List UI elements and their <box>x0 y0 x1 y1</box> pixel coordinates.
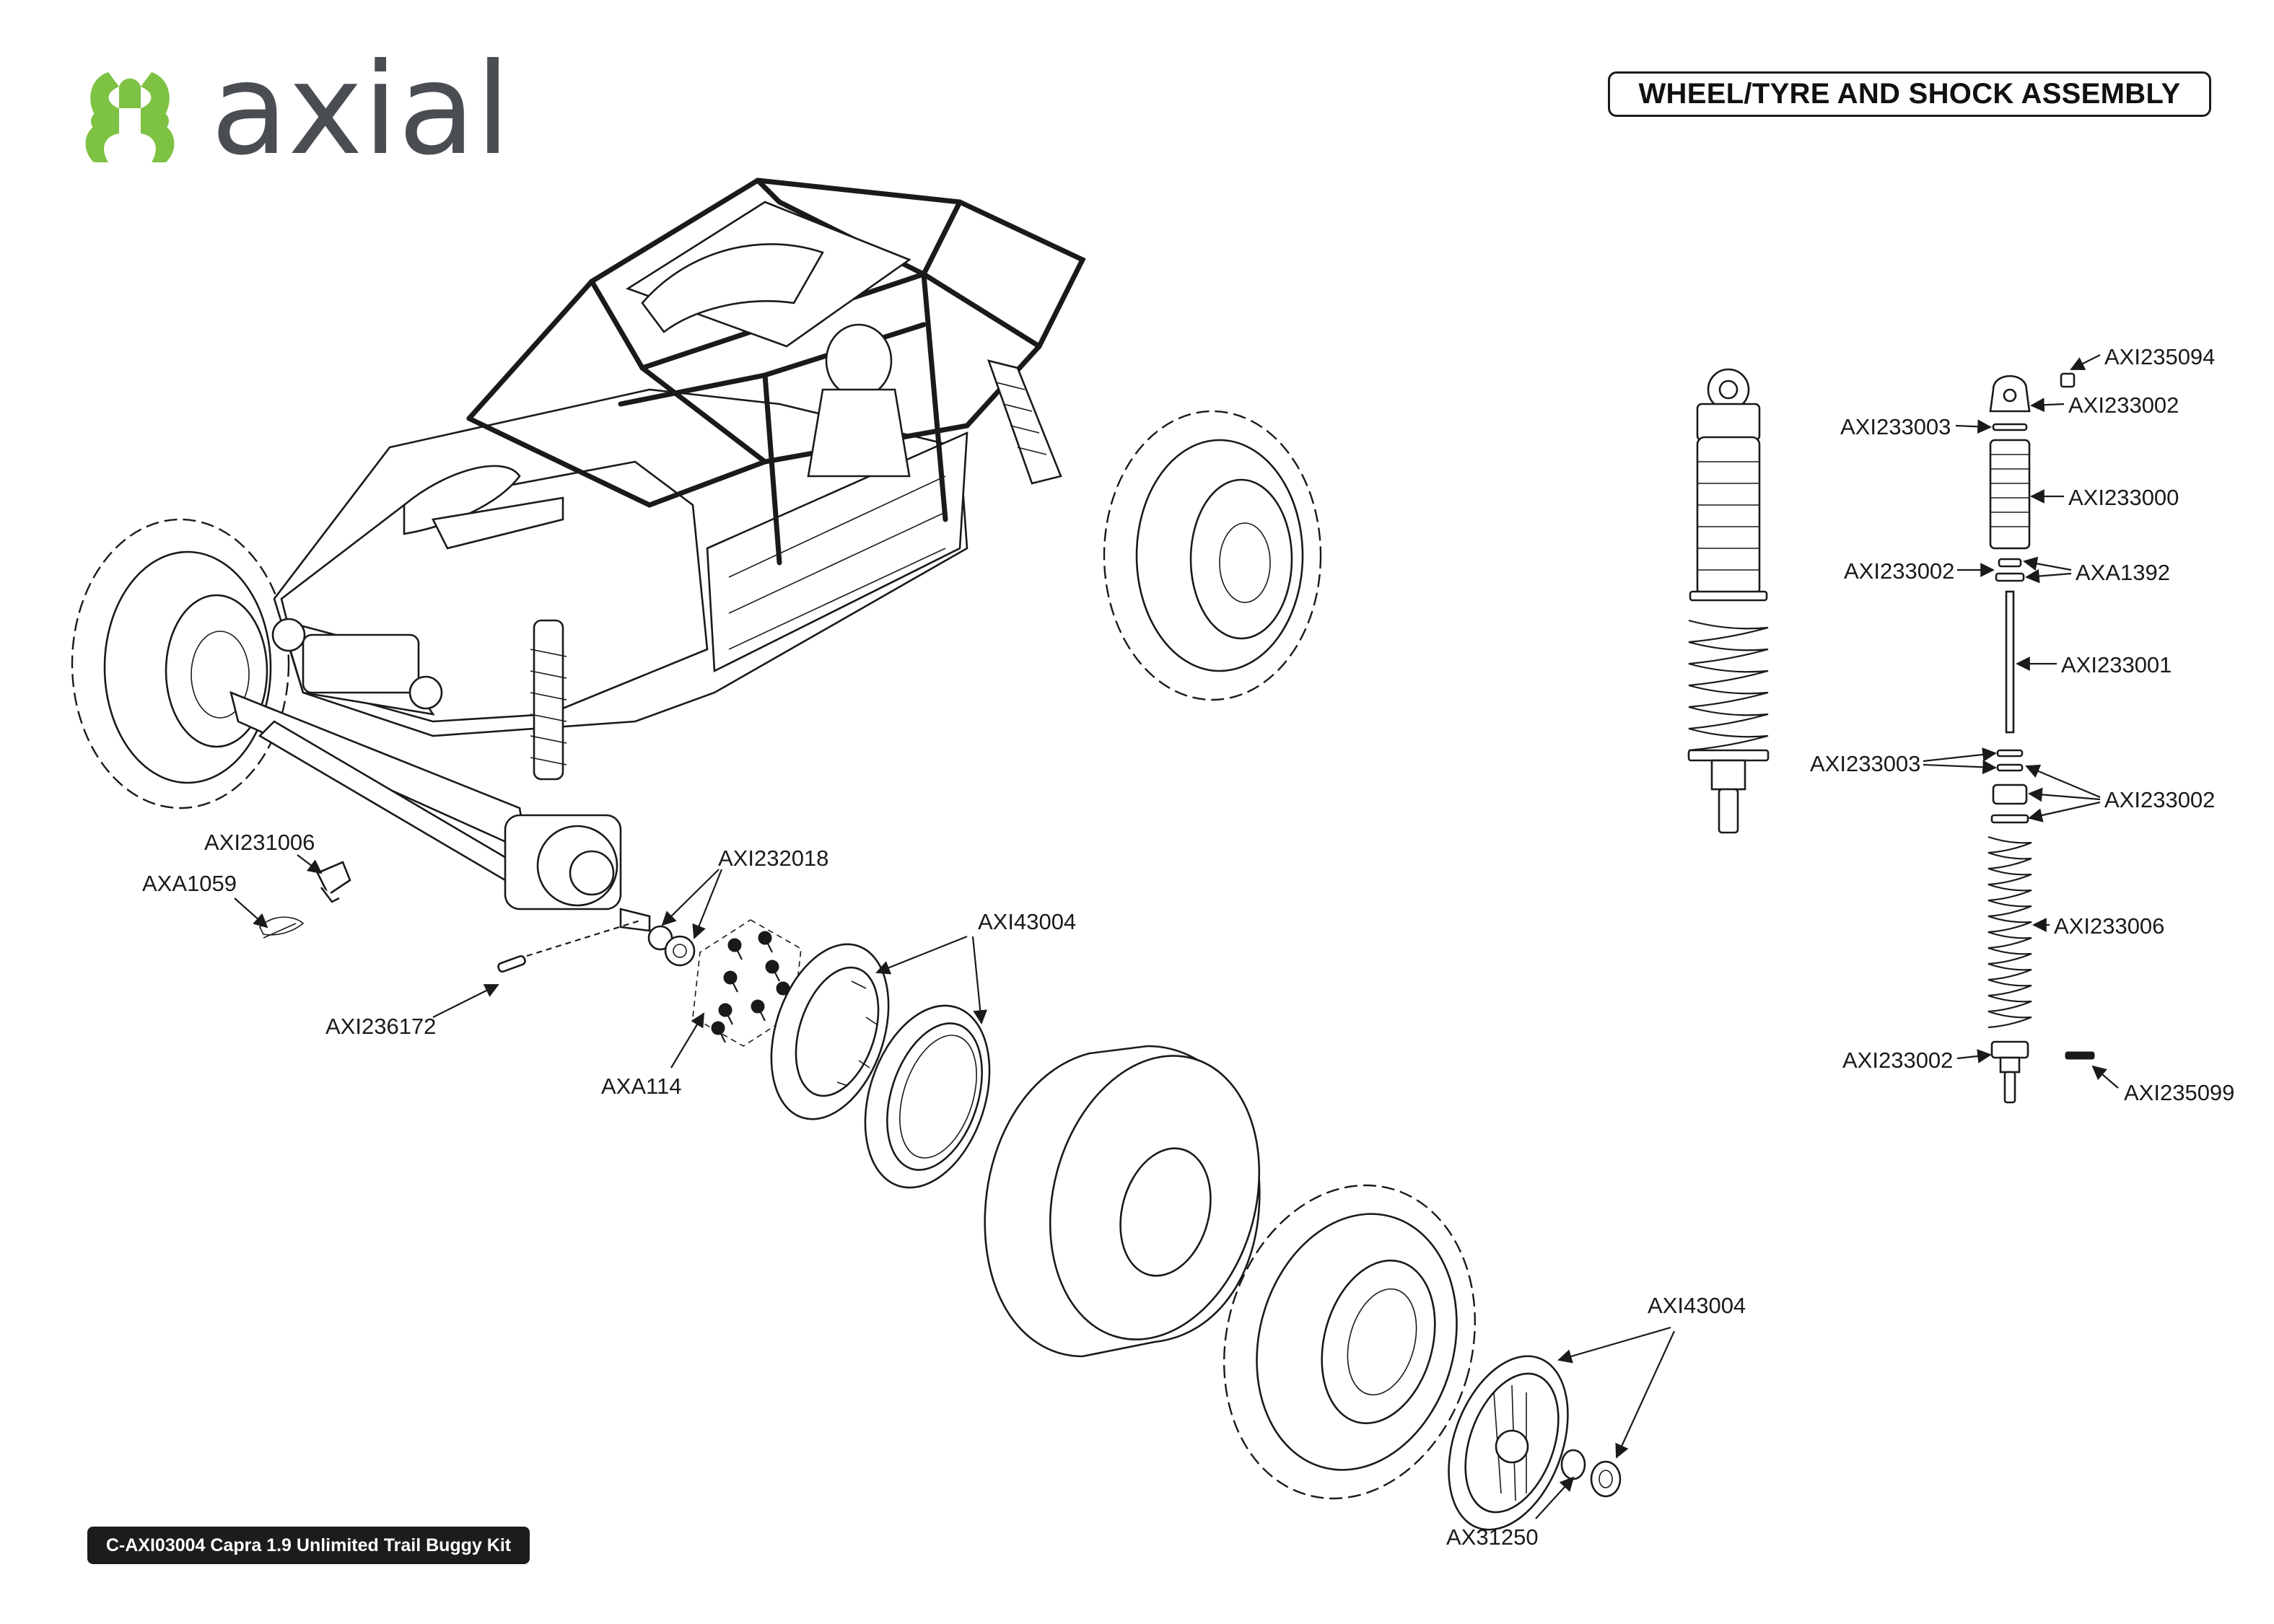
rear-right-tire <box>1103 410 1322 701</box>
axial-logo: axial <box>85 37 510 183</box>
callout-axi43004-wheel: AXI43004 <box>1648 1293 1746 1318</box>
callout-axi235094: AXI235094 <box>2104 344 2215 369</box>
callout-axa114: AXA114 <box>601 1074 681 1099</box>
callout-axi233003-low: AXI233003 <box>1810 751 1920 776</box>
callout-axi233002-top: AXI233002 <box>2068 392 2179 418</box>
logo-mark-icon <box>85 72 175 162</box>
hitch-pin-part <box>259 916 305 939</box>
callout-axi233002-low: AXI233002 <box>2104 787 2215 812</box>
callout-axi236172: AXI236172 <box>325 1014 436 1039</box>
assembled-shock <box>1687 368 1770 834</box>
front-shock <box>530 619 567 781</box>
callout-axi232018: AXI232018 <box>718 846 828 871</box>
page-title: WHEEL/TYRE AND SHOCK ASSEMBLY <box>1608 71 2211 117</box>
wheel-nut-parts <box>1560 1449 1622 1498</box>
rear-shock <box>987 359 1062 485</box>
callout-axi233006: AXI233006 <box>2054 913 2164 939</box>
wheel-face <box>1448 1355 1569 1531</box>
vehicle-assembly <box>71 177 1322 932</box>
callout-axa1392: AXA1392 <box>2076 560 2170 585</box>
front-left-tire <box>71 518 290 809</box>
tire-foam-insert <box>984 1045 1261 1358</box>
hub-parts <box>259 861 1622 1531</box>
callout-axi235099: AXI235099 <box>2124 1080 2234 1105</box>
front-axle-assembly <box>229 690 651 932</box>
bead-lock-screws <box>692 919 802 1047</box>
drive-pin-part <box>497 918 643 973</box>
callout-ax31250: AX31250 <box>1446 1524 1539 1550</box>
callout-axi233000: AXI233000 <box>2068 485 2179 510</box>
roof-panel <box>626 201 911 348</box>
body-clip-part <box>316 861 351 903</box>
chassis-body <box>271 388 968 737</box>
exploded-shock <box>1987 372 2095 1104</box>
callout-axi233001: AXI233001 <box>2061 652 2172 677</box>
brand-wordmark: axial <box>211 37 510 183</box>
callout-labels: AXI231006 AXA1059 AXI236172 AXI232018 AX… <box>142 344 2234 1550</box>
callout-axi233003-top: AXI233003 <box>1840 414 1951 439</box>
leader-lines <box>234 354 2119 1519</box>
callout-axi43004-rim: AXI43004 <box>978 909 1076 934</box>
callout-axa1059: AXA1059 <box>142 871 237 896</box>
complete-tire <box>1223 1184 1476 1500</box>
kit-label: C-AXI03004 Capra 1.9 Unlimited Trail Bug… <box>87 1527 530 1564</box>
callout-axi233002-bottom: AXI233002 <box>1842 1048 1953 1073</box>
driver-figure <box>807 323 911 478</box>
wheel-hex-part <box>647 925 696 967</box>
wheel-rim-inner <box>864 1004 991 1189</box>
bead-lock-ring <box>770 943 890 1120</box>
callout-axi233002-mid: AXI233002 <box>1844 558 1954 584</box>
callout-axi231006: AXI231006 <box>204 830 315 855</box>
